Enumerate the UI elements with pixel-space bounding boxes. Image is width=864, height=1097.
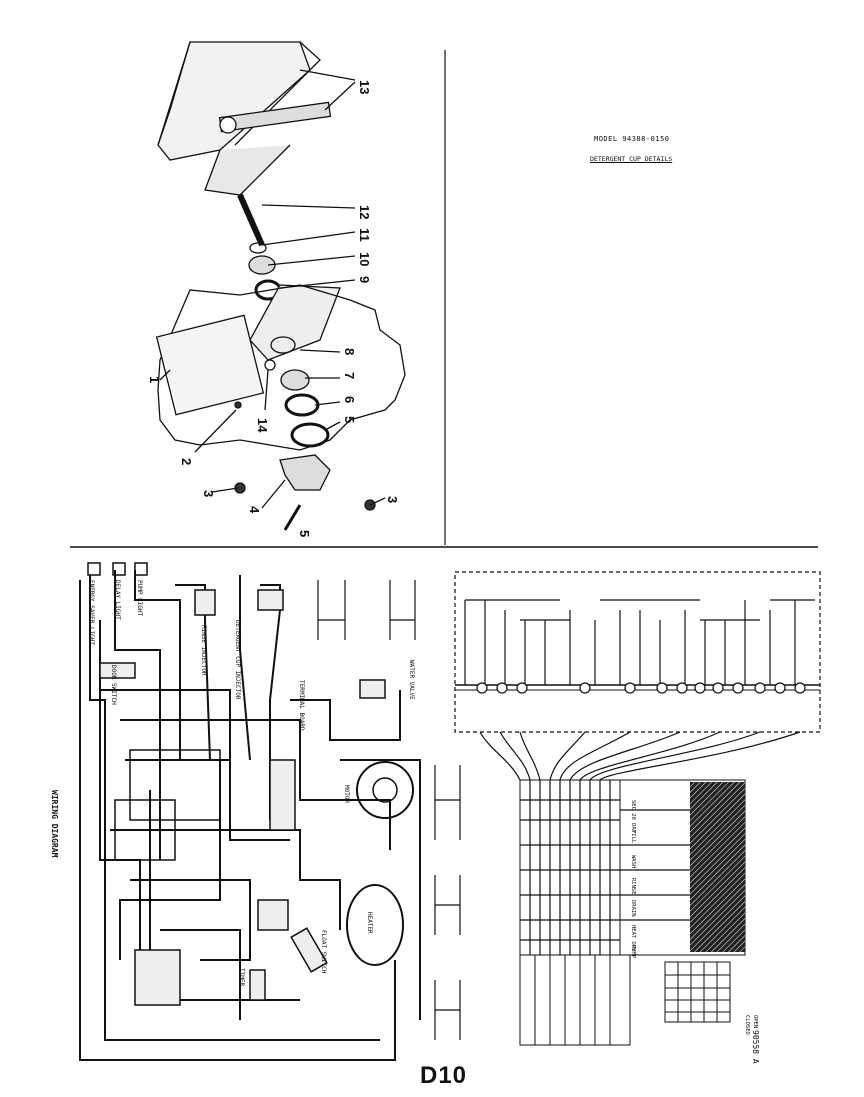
label-detergent-cup-injector: DETERGENT CUP INJECTOR bbox=[234, 620, 241, 700]
wiring-title: WIRING DIAGRAM bbox=[50, 790, 59, 858]
row-label-2: WASH bbox=[630, 855, 636, 868]
callout-3a: 3 bbox=[201, 490, 216, 497]
contact-table bbox=[519, 954, 731, 1046]
row-label-5: HEAT DRY bbox=[630, 925, 636, 952]
callout-11: 10 bbox=[357, 252, 372, 266]
callout-5: 5 bbox=[297, 530, 312, 537]
callout-labels: 13 12 11 10 9 8 7 6 5 1 14 2 3 4 5 3 bbox=[147, 80, 400, 537]
wiring-diagram bbox=[79, 562, 461, 1061]
callout-10: 9 bbox=[357, 276, 372, 283]
row-label-0: SEC 20 DRY bbox=[630, 800, 636, 834]
callout-7: 6 bbox=[342, 396, 357, 403]
callout-15: 14 bbox=[255, 418, 270, 433]
timer-chart-bars bbox=[690, 782, 745, 952]
label-delay-light: DELAY LIGHT bbox=[114, 580, 121, 620]
callout-2: 2 bbox=[179, 458, 194, 465]
schematic bbox=[454, 571, 821, 956]
callout-4: 4 bbox=[247, 506, 262, 514]
callout-9: 8 bbox=[342, 348, 357, 355]
label-float-switch: FLOAT SWITCH bbox=[320, 930, 327, 974]
callout-14: 13 bbox=[357, 80, 372, 94]
label-pump-light: PUMP LIGHT bbox=[136, 580, 143, 617]
row-label-1: FILL bbox=[630, 830, 636, 844]
note-open: OPEN bbox=[752, 1015, 758, 1028]
label-timer: TIMER bbox=[238, 968, 245, 986]
label-rinse-injector: RINSE INJECTOR bbox=[200, 625, 207, 676]
callout-12: 11 bbox=[357, 228, 372, 242]
document-number: 90558 A bbox=[751, 1030, 760, 1064]
callout-3b: 3 bbox=[385, 496, 400, 503]
exploded-view bbox=[155, 41, 406, 531]
label-terminal-board: TERMINAL BOARD bbox=[298, 680, 305, 731]
row-label-6: PUMP bbox=[630, 945, 636, 959]
label-water-valve: WATER VALVE bbox=[408, 660, 415, 700]
note-closed: CLOSED bbox=[744, 1015, 750, 1035]
label-door-switch: DOOR SWITCH bbox=[110, 665, 117, 705]
row-label-3: RINSE bbox=[630, 878, 636, 895]
row-label-4: DRAIN bbox=[630, 900, 636, 917]
page-id: D10 bbox=[420, 1062, 468, 1089]
callout-13: 12 bbox=[357, 205, 372, 219]
detail-subtitle: DETERGENT CUP DETAILS bbox=[590, 155, 673, 163]
label-heater: HEATER bbox=[366, 912, 373, 934]
wiring-labels: WIRING DIAGRAM ENERGY SAVER LIGHT DELAY … bbox=[50, 580, 415, 986]
callout-6: 5 bbox=[342, 416, 357, 423]
callout-1: 1 bbox=[147, 376, 162, 383]
callout-8: 7 bbox=[342, 372, 357, 379]
label-motor: MOTOR bbox=[343, 785, 350, 803]
label-energy-saver-light: ENERGY SAVER LIGHT bbox=[88, 580, 95, 645]
model-number: MODEL 94388-0150 bbox=[594, 135, 670, 143]
schematic-labels: SEC 20 DRY FILL WASH RINSE DRAIN HEAT DR… bbox=[630, 800, 758, 1035]
